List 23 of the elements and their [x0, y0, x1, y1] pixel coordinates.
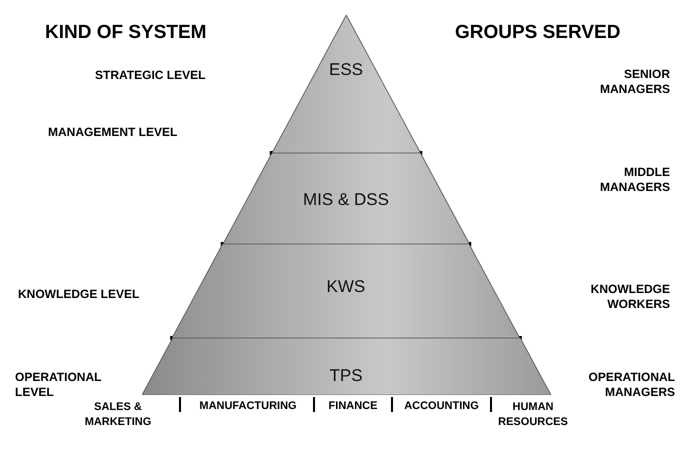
- level-label: HUMAN RESOURCES: [497, 400, 569, 430]
- column-heading: GROUPS SERVED: [455, 22, 622, 44]
- level-label: MANAGEMENT LEVEL: [48, 125, 178, 140]
- layer-label: TPS: [330, 366, 363, 386]
- level-label: OPERATIONAL MANAGERS: [588, 370, 675, 400]
- pyramid-layer: [172, 244, 520, 338]
- level-label: SENIOR MANAGERS: [598, 67, 670, 97]
- pyramid-layer: [142, 338, 550, 395]
- level-label: OPERATIONAL LEVEL: [15, 370, 102, 400]
- level-label: KNOWLEDGE LEVEL: [18, 287, 140, 302]
- level-label: KNOWLEDGE WORKERS: [590, 282, 670, 312]
- pyramid-layer: [222, 153, 470, 244]
- layer-label: KWS: [326, 277, 366, 297]
- level-label: MANUFACTURING: [198, 399, 298, 414]
- pyramid-layer: [272, 15, 420, 153]
- level-label: FINANCE: [328, 399, 378, 414]
- layer-label: ESS: [328, 60, 364, 80]
- column-heading: KIND OF SYSTEM: [45, 22, 208, 44]
- level-label: ACCOUNTING: [403, 399, 480, 414]
- layer-label: MIS & DSS: [302, 190, 389, 210]
- level-label: STRATEGIC LEVEL: [95, 68, 206, 83]
- level-label: SALES & MARKETING: [84, 400, 152, 430]
- level-label: MIDDLE MANAGERS: [598, 165, 670, 195]
